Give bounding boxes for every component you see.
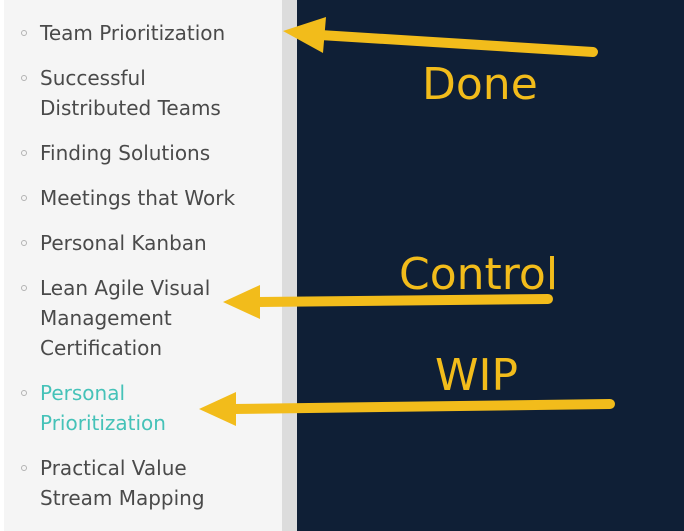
annotation-wip-label: WIP [435, 350, 519, 401]
annotation-done-label: Done [422, 59, 538, 110]
bullet-icon [21, 195, 27, 201]
bullet-icon [21, 465, 27, 471]
arrow-wip-icon [199, 392, 615, 426]
sidebar-nav: Team Prioritization Successful Distribut… [4, 0, 282, 531]
bullet-icon [21, 150, 27, 156]
bullet-icon [21, 390, 27, 396]
bullet-icon [21, 285, 27, 291]
annotation-control-label: Control [399, 249, 559, 300]
scrollbar-track[interactable] [282, 0, 297, 531]
menu-item-label-active[interactable]: Personal Prioritization [40, 381, 166, 435]
bullet-icon [21, 240, 27, 246]
menu-item-label[interactable]: Lean Agile Visual Management Certificati… [40, 276, 211, 360]
menu-item-label[interactable]: Finding Solutions [40, 141, 211, 165]
arrow-control-icon [223, 285, 553, 319]
arrow-done-icon [283, 17, 598, 57]
menu-item-label[interactable]: Personal Kanban [40, 231, 207, 255]
menu-item-label[interactable]: Meetings that Work [40, 186, 236, 210]
menu-item-label[interactable]: Practical Value Stream Mapping [40, 456, 205, 510]
bullet-icon [21, 75, 27, 81]
menu-item-label[interactable]: Successful Distributed Teams [40, 66, 221, 120]
bullet-icon [21, 30, 27, 36]
menu-item-label[interactable]: Team Prioritization [40, 21, 226, 45]
annotation-panel [297, 0, 684, 531]
